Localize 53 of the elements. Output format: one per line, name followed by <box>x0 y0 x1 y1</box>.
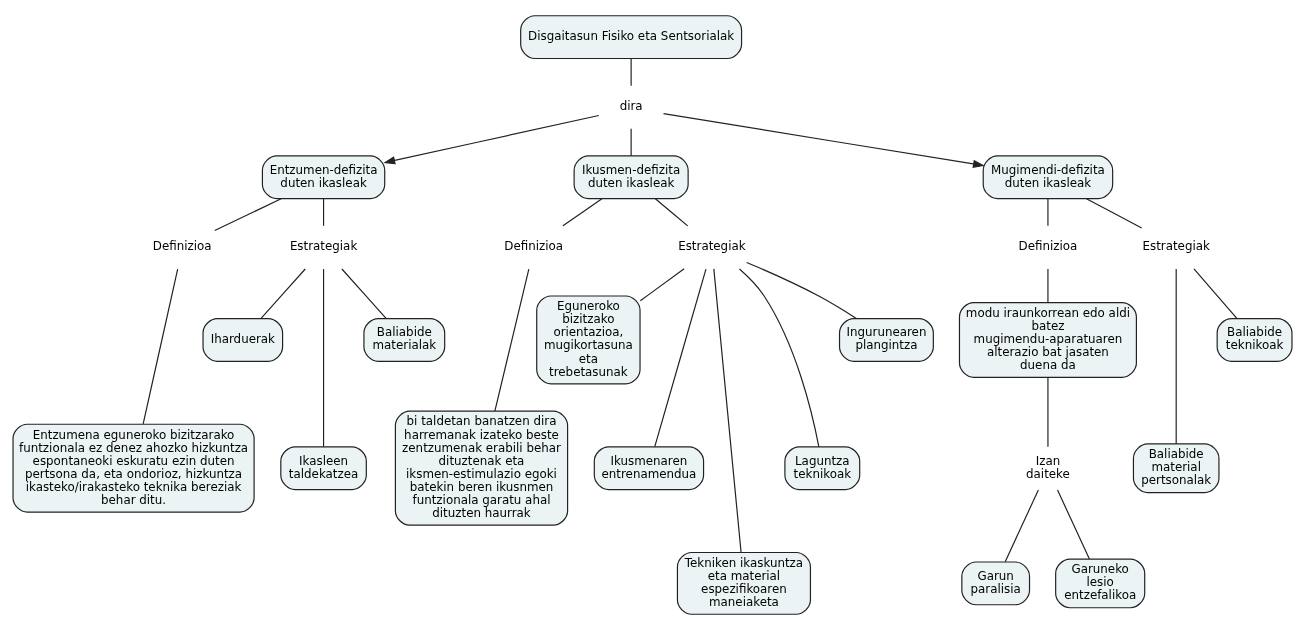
node-box: Disgaitasun Fisiko eta Sentsorialak <box>520 15 743 60</box>
connector <box>630 128 632 157</box>
node-box: bi taldetan banatzen dira harremanak izateko beste zentzumenak erabili behar dituztenak eta iksmen-estimulazio egoki batekin beren ikusnmen funtzionala garatu ahal dituzten haurrak <box>394 410 569 526</box>
node-box: Ikusmen-defizita duten ikasleak <box>573 155 689 200</box>
node-box: Garuneko lesio entzefalikoa <box>1055 558 1146 609</box>
connector <box>713 268 742 553</box>
connector <box>738 268 820 448</box>
connector <box>260 268 306 319</box>
node-box: Laguntza teknikoak <box>784 446 861 491</box>
node-text: Definizioa <box>152 239 212 254</box>
connector <box>494 268 530 412</box>
node-box: Mugimendi-defizita duten ikasleak <box>982 155 1114 200</box>
node-text: Estrategiak <box>678 239 746 254</box>
node-text: Estrategiak <box>289 239 358 254</box>
node-text: Definizioa <box>1018 239 1078 254</box>
connector <box>1047 376 1049 448</box>
connector <box>639 268 685 302</box>
node-box: Ingurunearen plangintza <box>838 317 934 362</box>
node-box: Baliabide materialak <box>363 317 446 362</box>
connector <box>630 58 632 87</box>
node-box: Eguneroko bizitzako orientazioa, mugikortasuna eta trebetasunak <box>536 295 641 385</box>
node-box: Ikusmenaren entrenamendua <box>593 446 705 491</box>
connector <box>562 198 603 227</box>
node-box: Entzumena eguneroko bizitzarako funtzionala ez denez ahozko hizkuntza espontaneoki eskuratu ezin duten pertsona da, eta ondorioz, hizkuntza ikasteko/irakasteko teknika bereziak behar ditu. <box>12 423 255 513</box>
arrow <box>662 113 985 169</box>
connector <box>322 268 325 448</box>
connector <box>746 261 857 319</box>
connector <box>1047 198 1049 227</box>
node-box: Entzumen-defizita duten ikasleak <box>261 155 386 200</box>
node-text: Izan daiteke <box>1026 453 1070 481</box>
connector <box>142 268 179 425</box>
node-box: modu iraunkorrean edo aldi batez mugimendu-aparatuaren alterazio bat jasaten duena da <box>958 301 1137 378</box>
connector <box>1004 489 1039 563</box>
node-text: dira <box>619 99 643 114</box>
node-box: Garun paralisia <box>961 561 1031 606</box>
node-box: Tekniken ikaskuntza eta material espezifikoaren maneiaketa <box>676 551 812 615</box>
connector <box>1175 268 1177 445</box>
connector <box>214 198 282 232</box>
connector <box>1193 268 1238 319</box>
node-box: Baliabide teknikoak <box>1216 317 1293 362</box>
connector <box>1085 198 1143 229</box>
connector <box>1047 268 1049 303</box>
connector <box>654 268 707 448</box>
connector <box>341 268 387 319</box>
node-box: Iharduerak <box>202 317 284 362</box>
node-text: Definizioa <box>504 239 564 254</box>
connector <box>322 198 325 227</box>
arrow <box>383 114 600 165</box>
node-text: Estrategiak <box>1142 239 1210 254</box>
connector <box>654 198 689 227</box>
node-box: Baliabide material pertsonalak <box>1132 443 1220 494</box>
node-box: Ikasleen taldekatzea <box>280 446 367 491</box>
connector <box>1056 489 1090 560</box>
